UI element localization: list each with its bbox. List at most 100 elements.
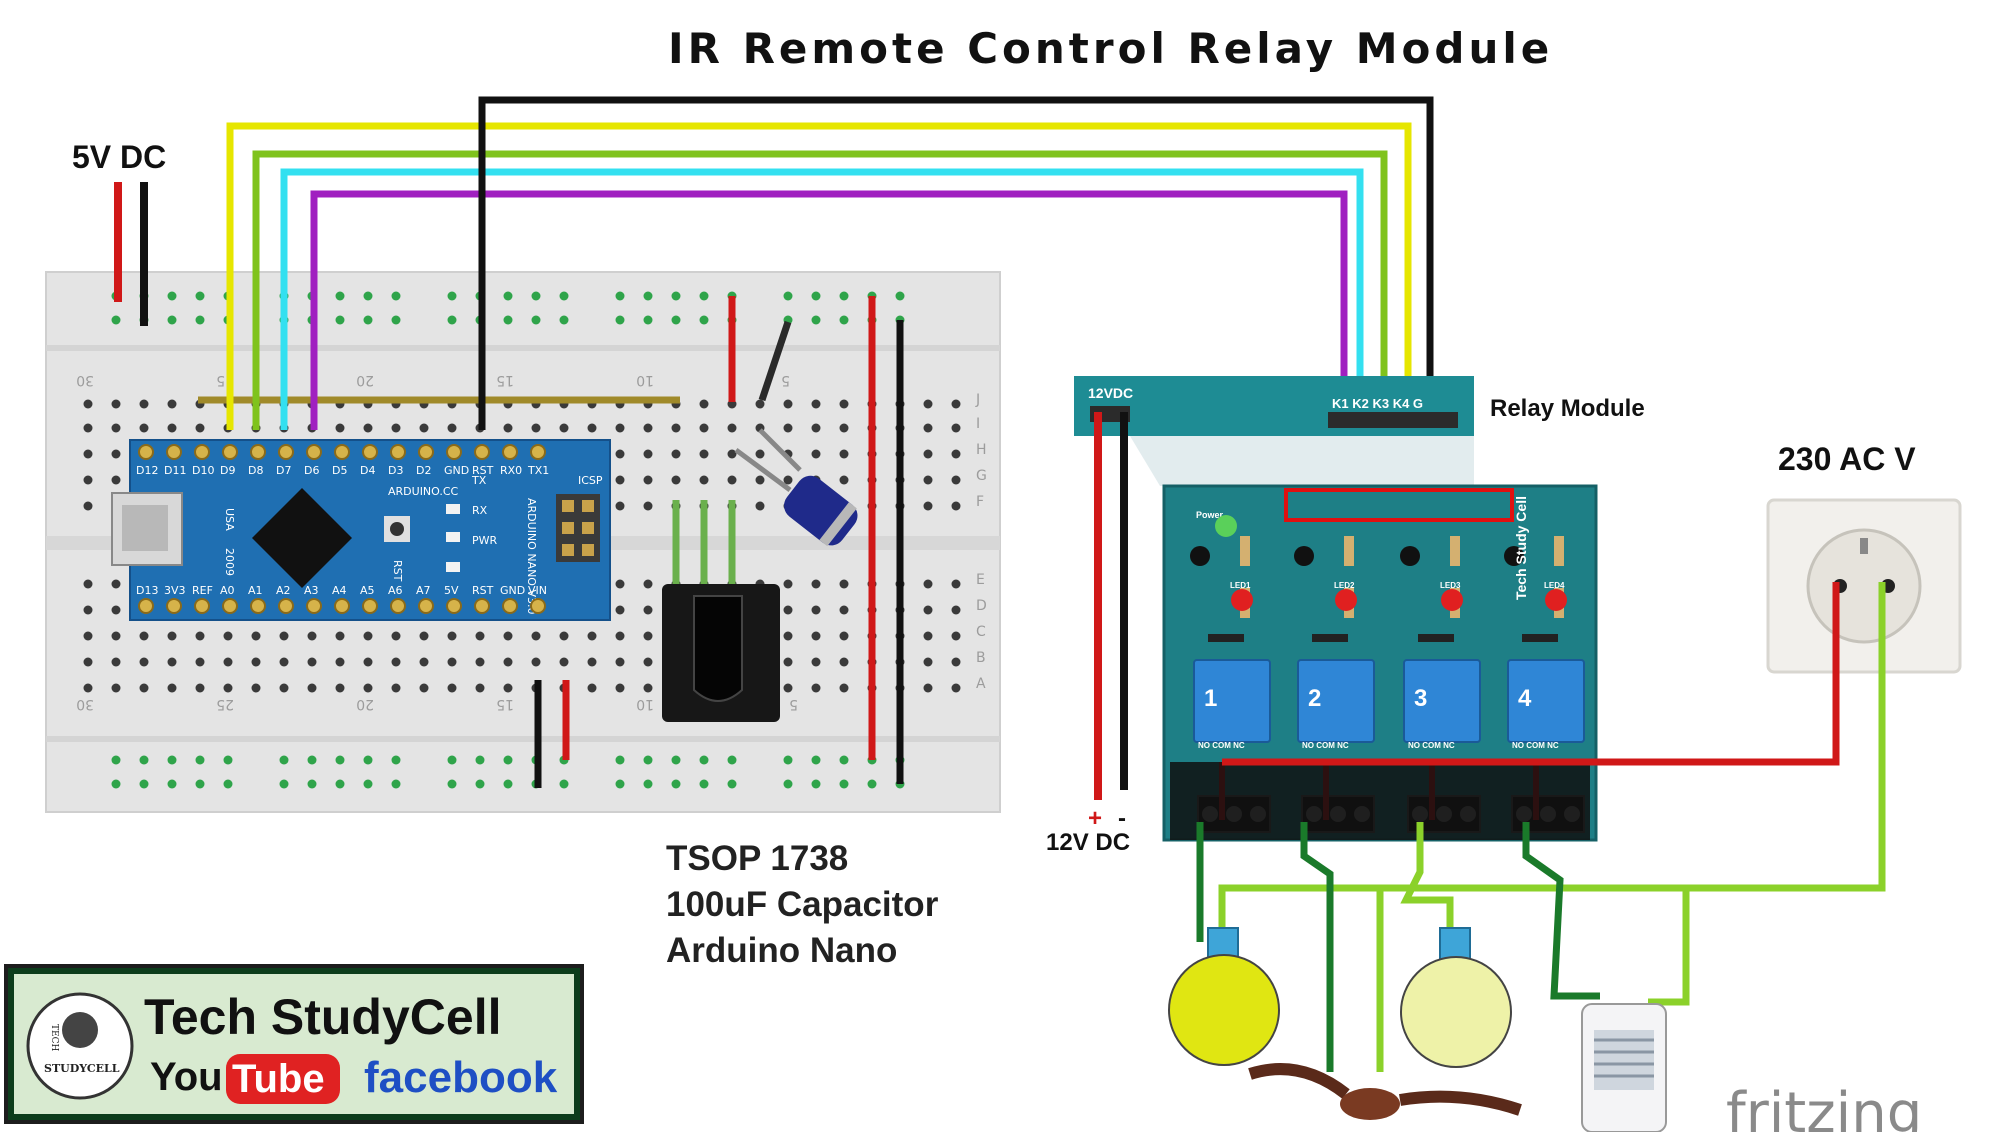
nano-pin [390, 598, 406, 614]
breadboard-hole [559, 631, 569, 641]
breadboard-hole [111, 423, 121, 433]
wire-green [252, 150, 1388, 430]
breadboard-hole [111, 579, 121, 589]
led-label: LED3 [1440, 581, 1461, 590]
rail-hole [671, 291, 681, 301]
breadboard-hole [615, 475, 625, 485]
nano-pin-label: 3V3 [164, 584, 186, 597]
relay-terminal-label: NO COM NC [1198, 741, 1245, 750]
breadboard-hole [783, 631, 793, 641]
breadboard-hole [615, 449, 625, 459]
diode [1522, 634, 1558, 642]
nano-pin-label: D9 [220, 464, 235, 477]
breadboard-hole [923, 631, 933, 641]
diode [1418, 634, 1454, 642]
breadboard-hole [811, 657, 821, 667]
svg-text:E: E [976, 572, 985, 588]
rail-hole [727, 755, 737, 765]
resistor [1240, 536, 1250, 566]
breadboard-hole [167, 423, 177, 433]
breadboard-hole [671, 423, 681, 433]
breadboard-hole [559, 423, 569, 433]
wire-cyan [280, 168, 1364, 430]
rail-hole [503, 315, 513, 325]
nano-pin-label: D13 [136, 584, 158, 597]
breadboard-hole [811, 579, 821, 589]
breadboard-hole [727, 475, 737, 485]
nano-pin-label: GND [444, 464, 469, 477]
svg-text:ARDUINO.CC: ARDUINO.CC [388, 485, 459, 498]
nano-pin [222, 598, 238, 614]
breadboard-hole [615, 579, 625, 589]
breadboard-hole [587, 657, 597, 667]
breadboard-hole [811, 423, 821, 433]
led-label: LED1 [1230, 581, 1251, 590]
nano-pin [530, 444, 546, 460]
breadboard-hole [83, 449, 93, 459]
nano-pin [138, 598, 154, 614]
breadboard-hole [783, 475, 793, 485]
nano-pin-label: TX1 [527, 464, 549, 477]
rail-hole [783, 755, 793, 765]
led-label: LED4 [1544, 581, 1565, 590]
rail-hole [839, 291, 849, 301]
breadboard-hole [111, 449, 121, 459]
rail-hole [391, 755, 401, 765]
breadboard-hole [335, 631, 345, 641]
rail-hole [839, 779, 849, 789]
rail-hole [783, 779, 793, 789]
svg-text:G: G [976, 468, 987, 484]
breadboard-hole [615, 423, 625, 433]
svg-text:D: D [976, 598, 987, 614]
transistor [1190, 546, 1210, 566]
svg-text:20: 20 [356, 696, 374, 712]
rail-hole [699, 315, 709, 325]
nano-pin [194, 444, 210, 460]
svg-text:F: F [976, 494, 984, 510]
wire-black-gnd [478, 96, 1434, 430]
rail-hole [559, 315, 569, 325]
component-tsop: TSOP 1738 [666, 839, 848, 878]
rail-hole [335, 315, 345, 325]
breadboard-hole [839, 657, 849, 667]
breadboard-hole [195, 423, 205, 433]
breadboard-hole [643, 605, 653, 615]
rail-hole [839, 315, 849, 325]
breadboard-hole [643, 683, 653, 693]
breadboard-hole [139, 631, 149, 641]
breadboard-hole [167, 631, 177, 641]
breadboard-hole [83, 657, 93, 667]
breadboard-hole [923, 605, 933, 615]
wire-mains-green-b [1648, 888, 1690, 1006]
arduino-nano: USA 2009 ARDUINO.CC RST TX RX PWR ARDUIN… [111, 439, 611, 621]
rail-hole [279, 755, 289, 765]
rail-hole [643, 315, 653, 325]
breadboard-hole [167, 399, 177, 409]
nano-pin-label: D2 [416, 464, 431, 477]
nano-pin-label: 5V [444, 584, 459, 597]
breadboard-hole [783, 657, 793, 667]
breadboard-hole [83, 399, 93, 409]
rail-hole [223, 755, 233, 765]
nano-pin [446, 444, 462, 460]
breadboard-hole [727, 423, 737, 433]
breadboard-hole [951, 399, 961, 409]
load-wiring [1196, 582, 1886, 1072]
svg-text:PWR: PWR [472, 534, 498, 547]
svg-text:ICSP: ICSP [578, 474, 603, 487]
breadboard-hole [531, 423, 541, 433]
logo-name: Tech StudyCell [144, 989, 501, 1045]
breadboard-hole [139, 399, 149, 409]
breadboard-hole [951, 605, 961, 615]
breadboard-hole [167, 683, 177, 693]
rail-hole [475, 755, 485, 765]
breadboard-hole [811, 605, 821, 615]
nano-pin-label: D3 [388, 464, 403, 477]
nano-pin-label: A3 [304, 584, 319, 597]
nano-pin-label: A7 [416, 584, 431, 597]
breadboard-hole [755, 501, 765, 511]
label-230-ac: 230 AC V [1778, 441, 1916, 477]
rail-hole [363, 291, 373, 301]
